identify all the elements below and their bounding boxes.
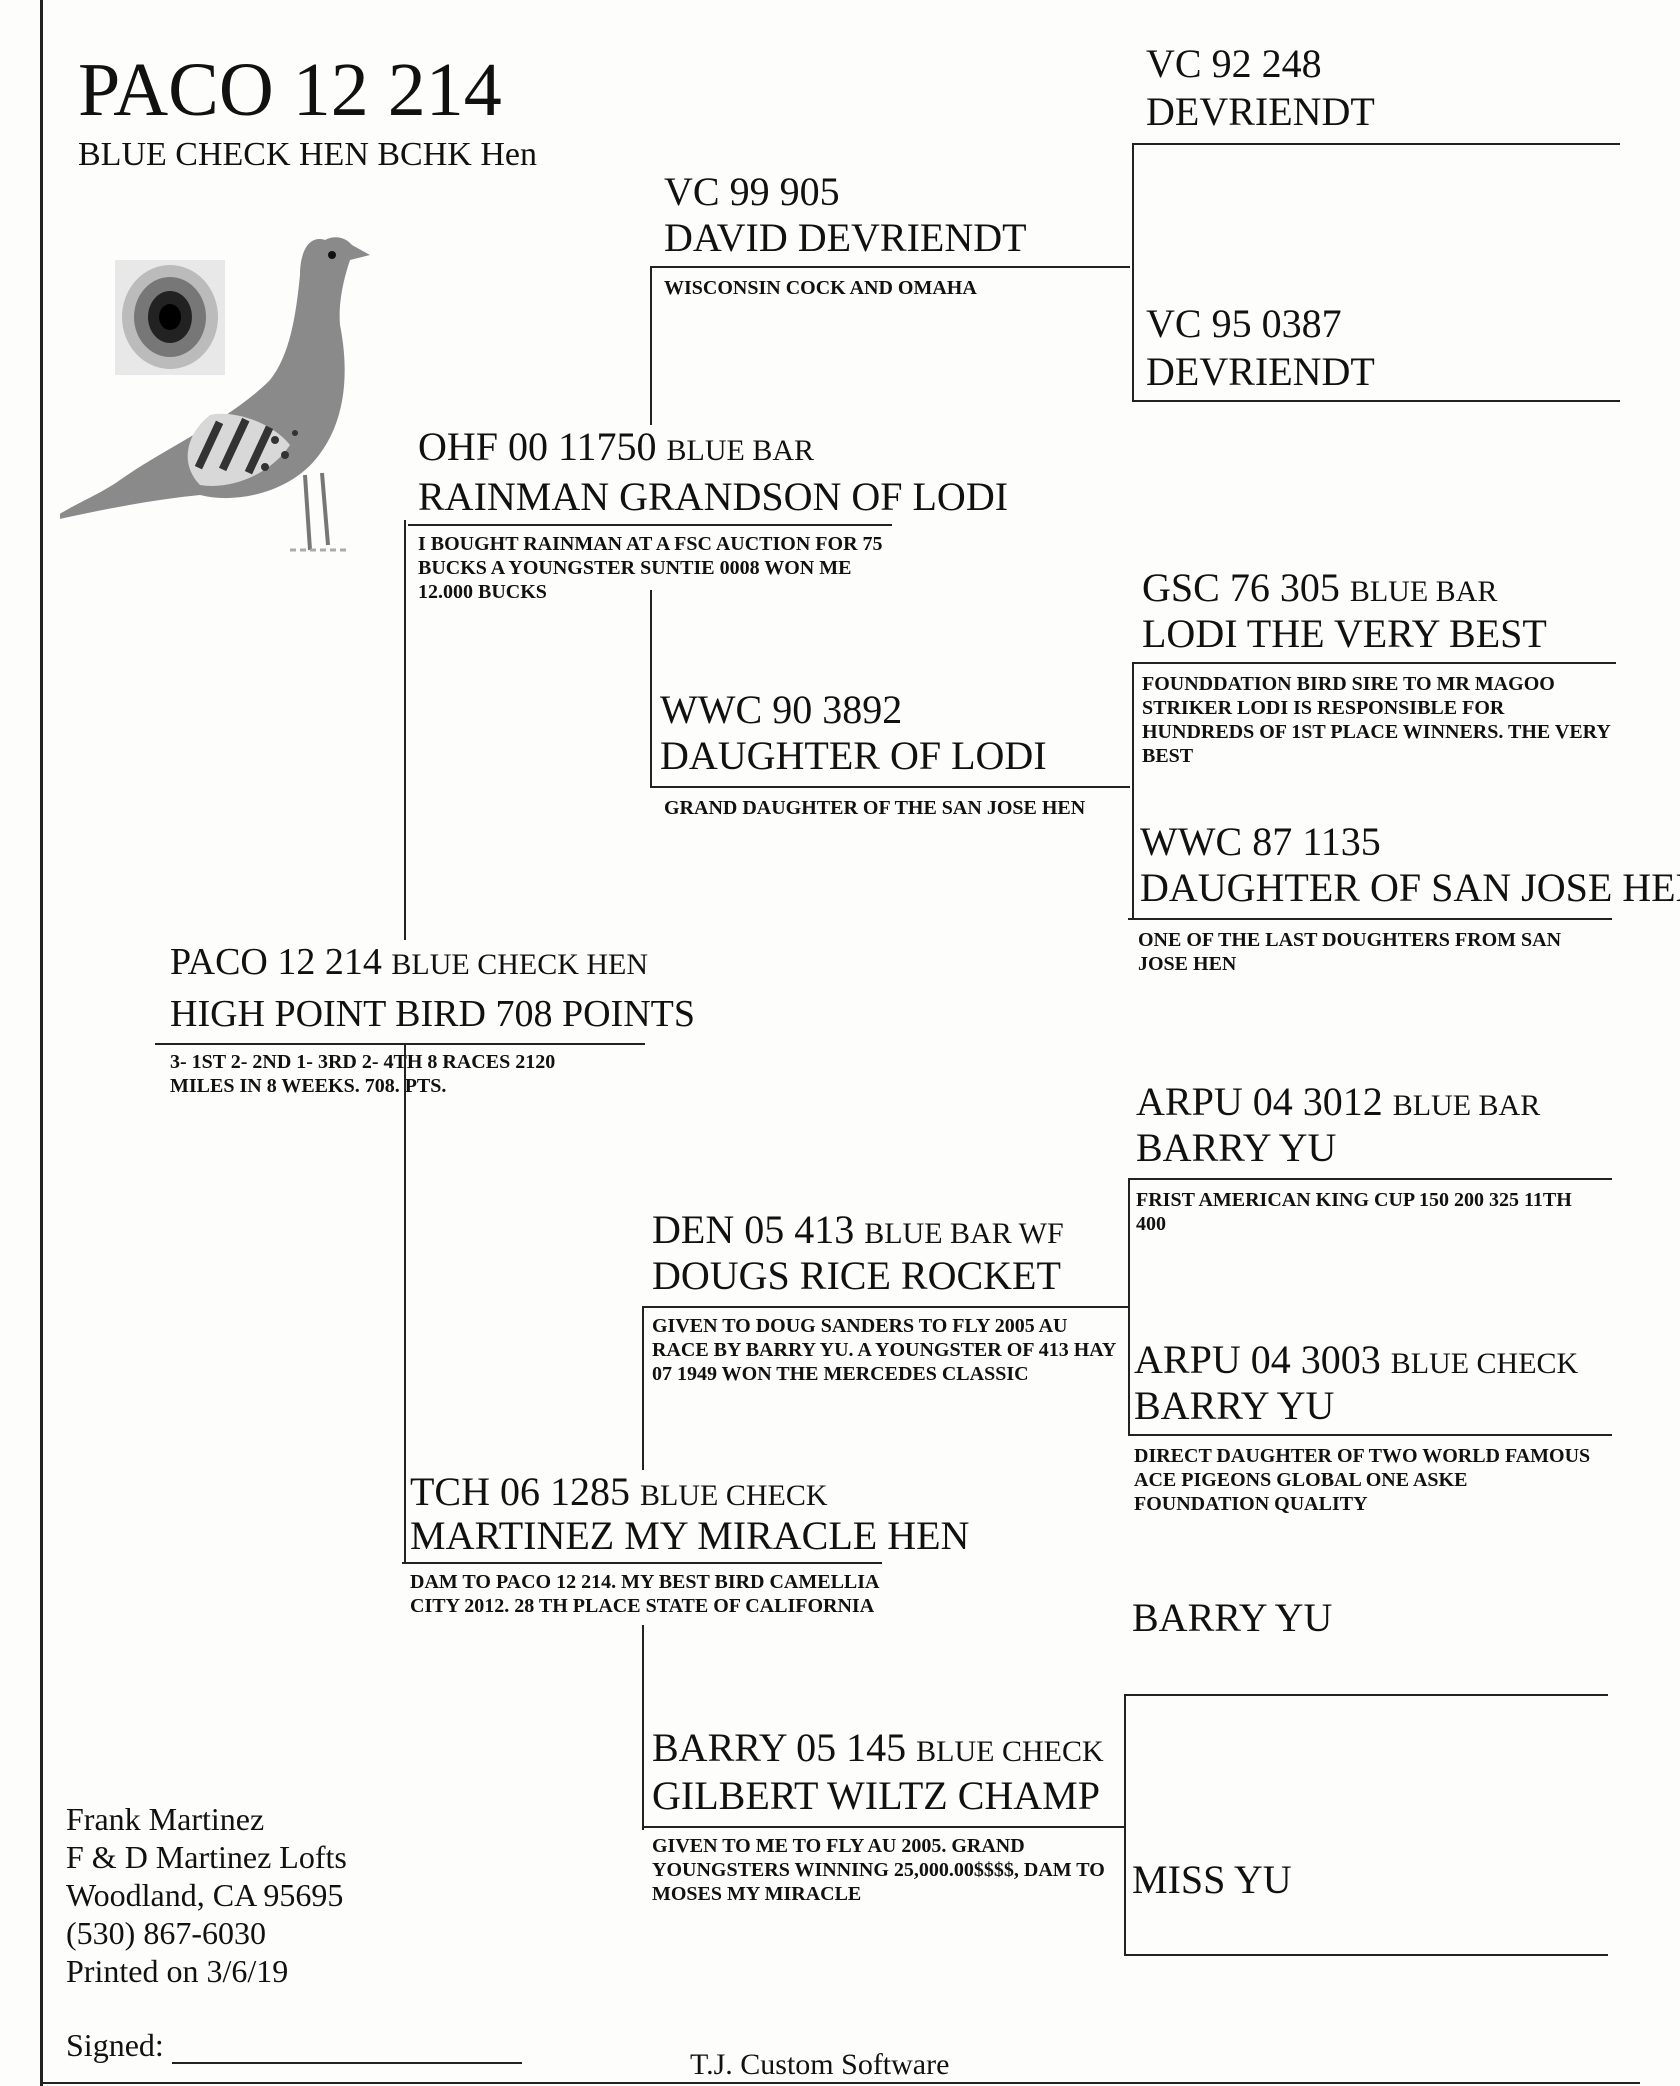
ds-band: DEN 05 413 xyxy=(652,1207,855,1252)
connector-ss xyxy=(1132,143,1134,401)
connector-dam-ds xyxy=(642,1308,644,1470)
connector-dam-dd xyxy=(642,1625,644,1830)
sds-notes: FOUNDDATION BIRD SIRE TO MR MAGOO STRIKE… xyxy=(1142,673,1611,767)
dsd-color: BLUE CHECK xyxy=(1390,1347,1579,1380)
sire-heading: OHF 00 11750 BLUE BAR xyxy=(418,425,814,473)
dam-band: TCH 06 1285 xyxy=(410,1469,630,1514)
ds-color: BLUE BAR WF xyxy=(864,1217,1064,1250)
connector-subject-sire xyxy=(404,520,406,940)
sd-notes: GRAND DAUGHTER OF THE SAN JOSE HEN xyxy=(664,797,1086,819)
sd-band: WWC 90 3892 xyxy=(660,687,903,732)
subject-heading: PACO 12 214 BLUE CHECK HEN xyxy=(170,940,648,987)
subject-name: HIGH POINT BIRD 708 POINTS xyxy=(170,993,695,1035)
owner-city: Woodland, CA 95695 xyxy=(66,1877,344,1913)
dsd-rule xyxy=(1128,1434,1612,1436)
ssd-band: VC 95 0387 xyxy=(1146,301,1342,346)
page-title: PACO 12 214 xyxy=(78,48,502,132)
sss-name: DEVRIENDT xyxy=(1146,89,1375,134)
dss-notes: FRIST AMERICAN KING CUP 150 200 325 11TH… xyxy=(1136,1189,1572,1235)
dd-rule xyxy=(642,1826,1126,1828)
subject-rule xyxy=(155,1043,645,1045)
sire-rule xyxy=(408,524,892,526)
ddd-rule xyxy=(1124,1954,1608,1956)
dam-heading: TCH 06 1285 BLUE CHECK xyxy=(410,1470,828,1518)
connector-sire-sd xyxy=(650,590,652,787)
sdd-band: WWC 87 1135 xyxy=(1140,819,1381,864)
owner-name: Frank Martinez xyxy=(66,1801,265,1837)
dds-rule xyxy=(1124,1694,1608,1696)
printed-date: Printed on 3/6/19 xyxy=(66,1953,289,1989)
subject-notes: 3- 1ST 2- 2ND 1- 3RD 2- 4TH 8 RACES 2120… xyxy=(170,1051,556,1097)
dss-color: BLUE BAR xyxy=(1392,1089,1541,1122)
dd-notes: GIVEN TO ME TO FLY AU 2005. GRAND YOUNGS… xyxy=(652,1835,1105,1905)
dam-notes: DAM TO PACO 12 214. MY BEST BIRD CAMELLI… xyxy=(410,1571,879,1617)
sds-rule xyxy=(1132,662,1616,664)
connector-sd xyxy=(1132,662,1134,918)
connector-sire-ss xyxy=(650,268,652,425)
dsd-band: ARPU 04 3003 xyxy=(1134,1337,1381,1382)
signature-line[interactable] xyxy=(172,2062,522,2064)
sds-heading: GSC 76 305 BLUE BAR xyxy=(1142,566,1497,614)
ds-name: DOUGS RICE ROCKET xyxy=(652,1253,1061,1298)
ds-heading: DEN 05 413 BLUE BAR WF xyxy=(652,1208,1064,1256)
bottom-border xyxy=(40,2082,1640,2084)
dss-band: ARPU 04 3012 xyxy=(1136,1079,1383,1124)
ss-name: DAVID DEVRIENDT xyxy=(664,215,1027,260)
ddd-name: MISS YU xyxy=(1132,1857,1292,1902)
sire-notes: I BOUGHT RAINMAN AT A FSC AUCTION FOR 75… xyxy=(418,533,883,603)
subject-color: BLUE CHECK HEN xyxy=(391,948,649,981)
ss-band: VC 99 905 xyxy=(664,169,840,214)
dd-name: GILBERT WILTZ CHAMP xyxy=(652,1773,1100,1818)
dd-heading: BARRY 05 145 BLUE CHECK xyxy=(652,1726,1104,1774)
owner-loft: F & D Martinez Lofts xyxy=(66,1839,347,1875)
sdd-notes: ONE OF THE LAST DOUGHTERS FROM SAN JOSE … xyxy=(1138,929,1562,975)
ssd-rule xyxy=(1132,400,1620,402)
connector-dd xyxy=(1124,1695,1126,1955)
owner-phone: (530) 867-6030 xyxy=(66,1915,266,1951)
dsd-name: BARRY YU xyxy=(1134,1383,1335,1428)
dds-name: BARRY YU xyxy=(1132,1595,1333,1640)
dss-name: BARRY YU xyxy=(1136,1125,1337,1170)
connector-ds xyxy=(1128,1180,1130,1435)
subject-band: PACO 12 214 xyxy=(170,941,382,983)
dd-color: BLUE CHECK xyxy=(916,1735,1104,1768)
sds-band: GSC 76 305 xyxy=(1142,565,1340,610)
ds-rule xyxy=(642,1306,1128,1308)
connector-subject-dam xyxy=(404,1043,406,1563)
sire-color: BLUE BAR xyxy=(666,434,815,467)
dd-band: BARRY 05 145 xyxy=(652,1725,907,1770)
sss-band: VC 92 248 xyxy=(1146,41,1322,86)
ds-notes: GIVEN TO DOUG SANDERS TO FLY 2005 AU RAC… xyxy=(652,1315,1116,1385)
sss-rule xyxy=(1132,143,1620,145)
dam-name: MARTINEZ MY MIRACLE HEN xyxy=(410,1513,970,1558)
dam-color: BLUE CHECK xyxy=(640,1479,828,1512)
dam-rule xyxy=(402,1562,882,1564)
ss-rule xyxy=(650,266,1130,268)
dss-heading: ARPU 04 3012 BLUE BAR xyxy=(1136,1080,1540,1128)
ss-notes: WISCONSIN COCK AND OMAHA xyxy=(664,277,977,299)
sds-name: LODI THE VERY BEST xyxy=(1142,611,1547,656)
sd-rule xyxy=(650,786,1130,788)
page-subtitle: BLUE CHECK HEN BCHK Hen xyxy=(78,136,537,173)
sdd-name: DAUGHTER OF SAN JOSE HEN xyxy=(1140,865,1680,910)
dsd-notes: DIRECT DAUGHTER OF TWO WORLD FAMOUS ACE … xyxy=(1134,1445,1591,1515)
sire-band: OHF 00 11750 xyxy=(418,424,657,469)
pigeon-photo xyxy=(54,205,420,565)
sd-name: DAUGHTER OF LODI xyxy=(660,733,1047,778)
sds-color: BLUE BAR xyxy=(1349,575,1498,608)
ssd-name: DEVRIENDT xyxy=(1146,349,1375,394)
pigeon-icon xyxy=(54,237,371,552)
sdd-rule xyxy=(1128,918,1612,920)
signed-label: Signed: xyxy=(66,2027,164,2063)
dss-rule xyxy=(1128,1178,1612,1180)
sire-name: RAINMAN GRANDSON OF LODI xyxy=(418,474,1009,519)
dsd-heading: ARPU 04 3003 BLUE CHECK xyxy=(1134,1338,1578,1386)
software-credit: T.J. Custom Software xyxy=(690,2048,950,2081)
left-border xyxy=(40,0,43,2086)
